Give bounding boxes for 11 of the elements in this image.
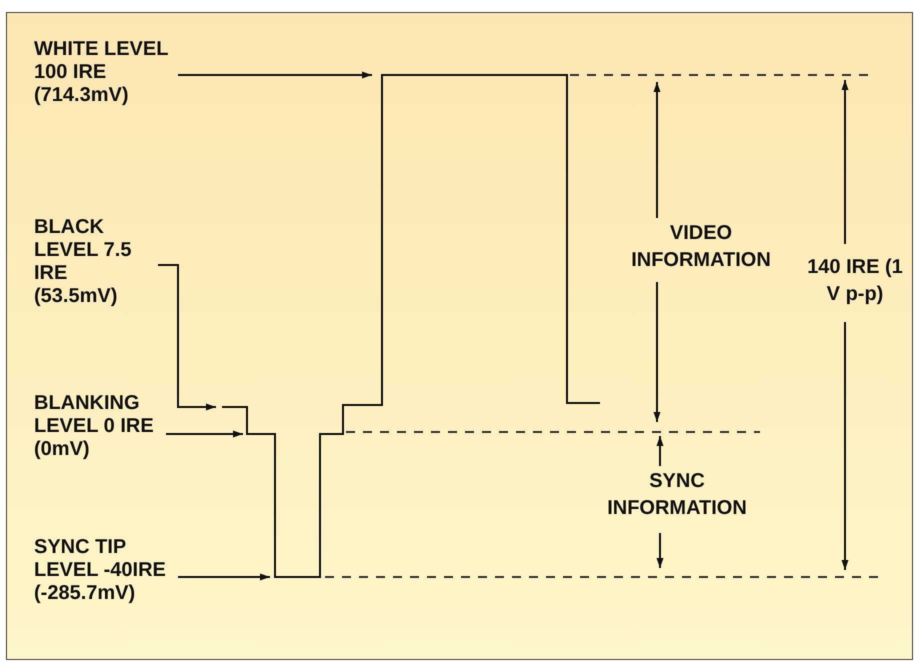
leader-arrow <box>158 264 216 410</box>
dimension-label: 140 IRE (1 V p-p) <box>806 255 904 307</box>
level-label: SYNC TIP LEVEL -40IRE (-285.7mV) <box>34 536 167 605</box>
level-label: WHITE LEVEL 100 IRE (714.3mV) <box>34 38 170 107</box>
leader-arrow <box>178 72 373 78</box>
dimension-label: SYNC INFORMATION <box>606 469 748 521</box>
level-label: BLACK LEVEL 7.5 IRE (53.5mV) <box>34 216 132 308</box>
dimension-label: VIDEO INFORMATION <box>630 221 772 273</box>
leader-arrow <box>166 430 244 438</box>
level-label: BLANKING LEVEL 0 IRE (0mV) <box>34 392 155 461</box>
leader-arrow <box>178 574 271 580</box>
